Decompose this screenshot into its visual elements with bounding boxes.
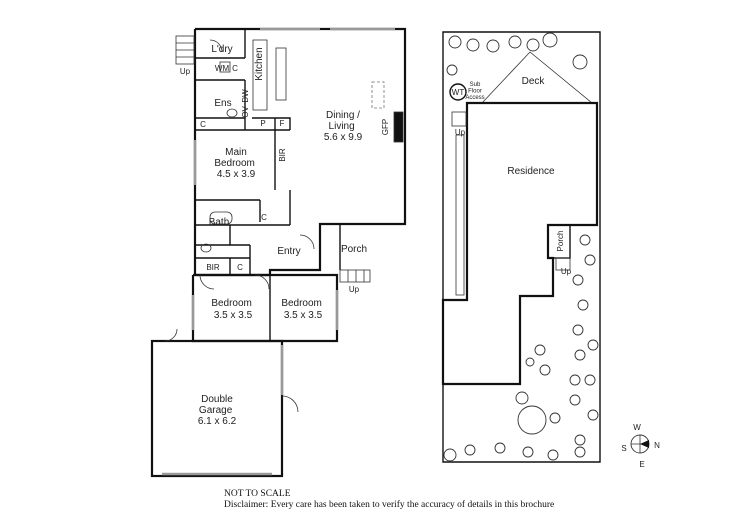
text-line: Access [465,95,484,101]
house-floor-plan [150,27,407,478]
fireplace [393,111,404,143]
dining-living-name: Dining /Living [326,110,360,132]
door-swing [281,395,299,413]
site-plan [441,31,601,463]
toilet [226,108,238,118]
bath-label: Bath [209,217,230,228]
water-tank-label: WT [452,88,465,97]
ensuite-cupboard-label: C [200,120,206,129]
porch-up-label: Up [349,285,360,294]
text-line: Sub [470,82,481,88]
laundry-steps [175,35,195,65]
bedroom-2-size: 3.5 x 3.5 [214,310,253,321]
dining-living-label: Dining /Living 5.6 x 9.9 [324,110,363,143]
porch-steps [339,269,371,283]
laundry-label: L'dry [211,44,232,55]
site-porch-up-label: Up [561,267,572,276]
gfp-label: GFP [381,119,390,135]
bir-label: BIR [206,263,220,272]
site-trees [443,32,599,462]
scale-note: NOT TO SCALE [224,489,291,499]
bath-cupboard-label: C [261,213,267,222]
text-line: Floor [468,89,482,95]
laundry-up-label: Up [180,67,191,76]
kitchen-bench [252,39,268,111]
disclaimer: Disclaimer: Every care has been taken to… [224,500,555,510]
bedroom-2-name: Bedroom [211,298,252,309]
dining-table-outline [371,81,385,109]
bedroom-3-label: Bedroom 3.5 x 3.5 [281,298,324,321]
deck-label: Deck [522,76,546,87]
bedroom-3-name: Bedroom [281,298,322,309]
laundry-sink [219,61,231,73]
water-tank [449,83,467,101]
door-swing [199,274,215,290]
main-bir-label: BIR [278,148,287,162]
compass-east: E [639,460,644,469]
residence-label: Residence [507,166,555,177]
compass-south: S [621,444,626,453]
compass-north: N [654,441,660,450]
text-line: Living [329,121,355,132]
interior-walls [195,29,341,275]
ensuite-label: Ens [214,98,231,109]
site-up-label: Up [455,128,466,137]
door-swing [254,274,270,290]
bathtub [209,211,233,225]
pantry-label: P [260,119,265,128]
compass-west: W [633,423,641,432]
residence-footprint [441,101,599,386]
door-swing [164,328,178,342]
main-bedroom-size: 4.5 x 3.9 [217,169,256,180]
porch-label: Porch [341,244,367,255]
bedroom-2-label: Bedroom 3.5 x 3.5 [211,298,254,321]
laundry-cupboard-label: C [232,64,238,73]
kitchen-island [275,47,287,101]
site-porch-steps [555,257,571,271]
door-swing [299,234,315,250]
bedroom-3-size: 3.5 x 3.5 [284,310,323,321]
door-swing [209,39,223,53]
dining-living-size: 5.6 x 9.9 [324,132,363,143]
dishwasher-label: DW [241,89,250,103]
text-line: Dining / [326,110,360,121]
fridge-label: F [280,119,285,128]
text-line: Garage [199,405,233,416]
site-steps [451,111,467,127]
side-path [455,134,465,296]
oven-label: OV [241,106,250,118]
bir-cupboard-label: C [237,263,243,272]
garage-size: 6.1 x 6.2 [198,416,237,427]
washing-machine-label: WM [215,64,230,73]
entry-label: Entry [277,246,300,257]
text-line: Main [225,147,247,158]
kitchen-label: Kitchen [254,47,265,80]
basin [200,243,212,253]
text-line: Bedroom [214,158,255,169]
compass-rose-icon [630,434,650,454]
site-porch-label: Porch [556,231,565,252]
text-line: Double [201,394,233,405]
